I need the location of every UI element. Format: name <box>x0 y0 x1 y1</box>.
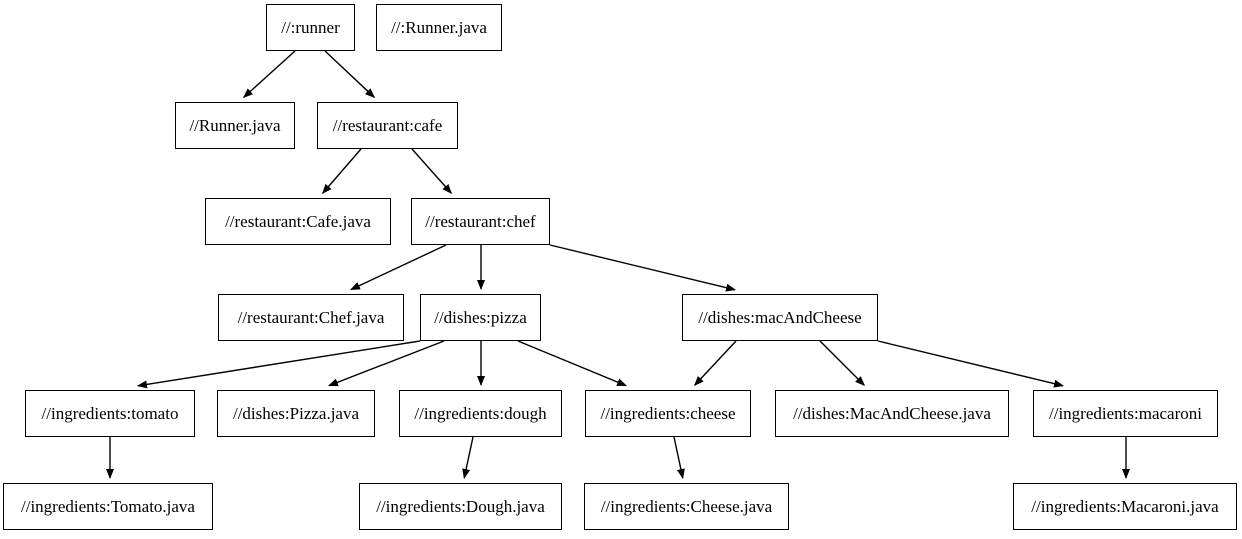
graph-edge-dishes_macandchees-to-macandcheese_java <box>819 340 866 387</box>
graph-node-chef_java[interactable]: //restaurant:Chef.java <box>218 294 404 341</box>
graph-node-restaurant_cafe[interactable]: //restaurant:cafe <box>317 102 458 149</box>
graph-node-label: //dishes:MacAndCheese.java <box>793 404 991 423</box>
graph-node-ing_macaroni[interactable]: //ingredients:macaroni <box>1033 390 1218 437</box>
graph-node-runner_java[interactable]: //Runner.java <box>175 102 295 149</box>
graph-node-tomato_java[interactable]: //ingredients:Tomato.java <box>3 483 213 530</box>
graph-edge-restaurant_chef-to-dishes_macandchees <box>549 244 736 292</box>
graph-edge-runner-to-restaurant_cafe <box>324 50 375 98</box>
graph-edge-dishes_pizza-to-ing_cheese <box>517 340 628 387</box>
graph-node-label: //ingredients:Tomato.java <box>21 497 195 516</box>
graph-node-label: //restaurant:Chef.java <box>237 308 385 327</box>
graph-node-ing_cheese[interactable]: //ingredients:cheese <box>585 390 751 437</box>
graph-node-dough_java[interactable]: //ingredients:Dough.java <box>359 483 562 530</box>
graph-edge-dishes_macandchees-to-ing_macaroni <box>877 340 1065 388</box>
graph-node-ing_tomato[interactable]: //ingredients:tomato <box>25 390 195 437</box>
graph-edge-dishes_pizza-to-pizza_java <box>328 340 445 387</box>
graph-node-label: //:runner <box>281 18 340 37</box>
graph-node-dishes_macandchees[interactable]: //dishes:macAndCheese <box>682 294 878 341</box>
graph-node-dishes_pizza[interactable]: //dishes:pizza <box>420 294 541 341</box>
graph-node-runner_java_root[interactable]: //:Runner.java <box>376 4 502 51</box>
graph-edge-restaurant_cafe-to-cafe_java <box>322 148 362 194</box>
graph-node-label: //ingredients:Dough.java <box>376 497 545 516</box>
graph-node-label: //ingredients:tomato <box>41 404 179 423</box>
graph-node-cheese_java[interactable]: //ingredients:Cheese.java <box>584 483 789 530</box>
graph-node-macaroni_java[interactable]: //ingredients:Macaroni.java <box>1013 483 1237 530</box>
graph-node-runner[interactable]: //:runner <box>266 4 355 51</box>
graph-node-macandcheese_java[interactable]: //dishes:MacAndCheese.java <box>775 390 1009 437</box>
graph-edge-dishes_macandchees-to-ing_cheese <box>693 340 737 387</box>
graph-node-label: //restaurant:Cafe.java <box>225 212 371 231</box>
graph-node-label: //restaurant:chef <box>425 212 536 231</box>
graph-node-label: //:Runner.java <box>391 18 487 37</box>
graph-node-restaurant_chef[interactable]: //restaurant:chef <box>411 198 550 245</box>
graph-edge-dishes_pizza-to-ing_tomato <box>137 340 421 389</box>
graph-node-label: //ingredients:Macaroni.java <box>1031 497 1219 516</box>
graph-node-label: //ingredients:macaroni <box>1049 404 1202 423</box>
graph-edge-runner-to-runner_java <box>242 50 296 98</box>
graph-edge-ing_dough-to-dough_java <box>462 436 474 479</box>
graph-edge-restaurant_chef-to-chef_java <box>349 244 447 291</box>
graph-node-pizza_java[interactable]: //dishes:Pizza.java <box>217 390 375 437</box>
graph-node-label: //Runner.java <box>189 116 281 135</box>
graph-node-label: //dishes:macAndCheese <box>698 308 862 327</box>
graph-node-label: //ingredients:dough <box>414 404 547 423</box>
graph-node-label: //ingredients:cheese <box>600 404 736 423</box>
graph-node-label: //ingredients:Cheese.java <box>600 497 773 516</box>
graph-node-label: //restaurant:cafe <box>332 116 443 135</box>
graph-edge-ing_cheese-to-cheese_java <box>673 436 685 479</box>
graph-node-label: //dishes:Pizza.java <box>232 404 360 423</box>
graph-node-ing_dough[interactable]: //ingredients:dough <box>399 390 562 437</box>
graph-node-cafe_java[interactable]: //restaurant:Cafe.java <box>205 198 391 245</box>
graph-edge-restaurant_cafe-to-restaurant_chef <box>411 148 452 195</box>
graph-node-label: //dishes:pizza <box>434 308 527 327</box>
